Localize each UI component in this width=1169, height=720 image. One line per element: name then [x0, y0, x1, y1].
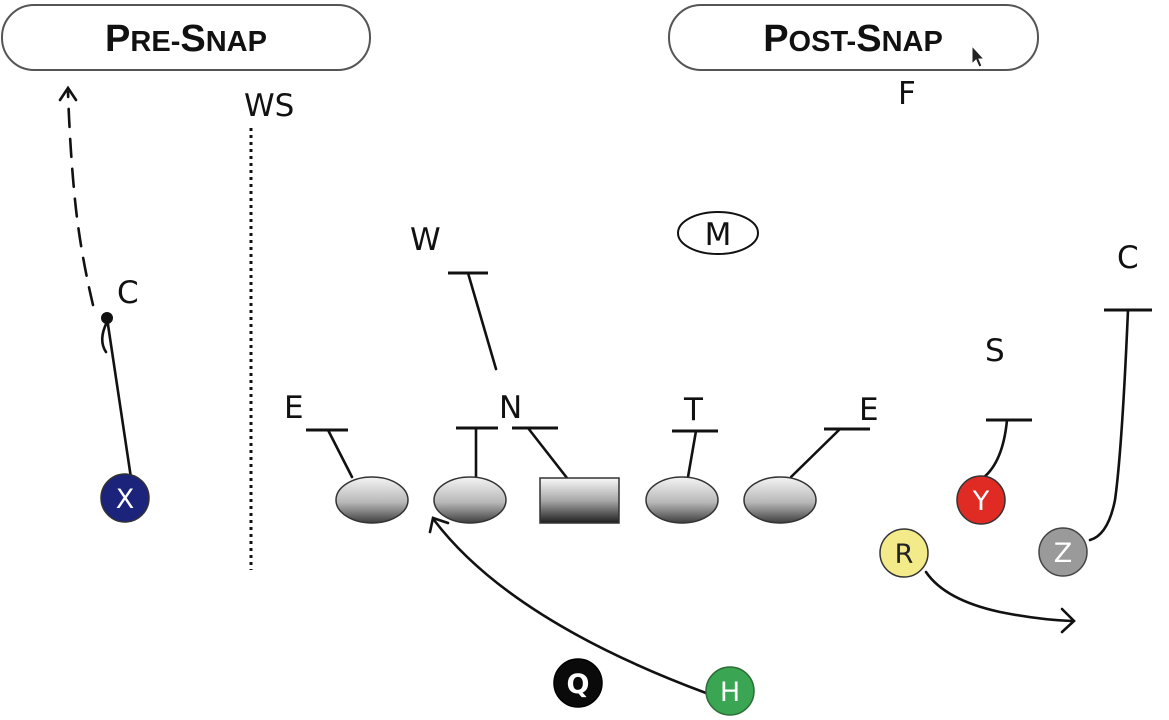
r-route-arrowhead: [1060, 607, 1076, 634]
label-corner-right: C: [1117, 240, 1139, 276]
label-corner-left: C: [117, 275, 139, 311]
label-free-safety: F: [898, 76, 916, 112]
label-nose: N: [499, 390, 522, 426]
x-route-dot: [101, 312, 113, 324]
pre-snap-header: PRE-SNAP: [1, 4, 371, 71]
label-strong-safety: S: [985, 333, 1005, 369]
player-r-circle: [879, 528, 929, 578]
center: [539, 477, 620, 524]
label-tackle: T: [683, 392, 704, 428]
right-guard: [645, 476, 719, 524]
player-z-circle: [1038, 527, 1088, 577]
label-end-left: E: [284, 390, 304, 426]
mouse-cursor-icon: [971, 44, 986, 68]
x-route-hook: [100, 320, 109, 354]
post-snap-pill: [668, 4, 1039, 71]
h-route-arrowhead: [428, 516, 450, 534]
corner-left-arrowhead: [58, 85, 78, 102]
left-tackle: [335, 476, 409, 524]
pre-snap-pill: [1, 4, 371, 71]
label-will: W: [410, 222, 441, 258]
label-end-right: E: [859, 392, 879, 428]
player-z: Z: [1038, 527, 1088, 577]
corner-left-dashed-route: [66, 90, 95, 307]
post-snap-header: POST-SNAP: [668, 4, 1039, 71]
rg-block-line: [686, 429, 698, 479]
player-z-label: Z: [1054, 538, 1073, 569]
player-y-circle: [956, 475, 1006, 525]
player-y-label: Y: [972, 486, 990, 517]
player-x-circle: [100, 473, 150, 523]
right-tackle: [743, 476, 817, 524]
player-h: H: [705, 666, 755, 716]
player-y: Y: [956, 475, 1006, 525]
y-route: [981, 418, 1009, 480]
label-mike: M: [705, 217, 732, 253]
player-r: R: [879, 528, 929, 578]
z-route: [1088, 308, 1130, 542]
player-h-circle: [705, 666, 755, 716]
player-x: X: [100, 473, 150, 523]
player-h-label: H: [720, 677, 740, 708]
left-guard: [433, 476, 507, 524]
player-r-label: R: [895, 539, 914, 570]
x-route: [105, 316, 133, 480]
player-q: Q: [553, 658, 603, 708]
post-snap-title: POST-SNAP: [763, 18, 943, 60]
rt-block-line: [789, 427, 842, 479]
pre-snap-title: PRE-SNAP: [105, 18, 267, 60]
h-route: [432, 518, 708, 695]
will-block-line: [466, 271, 498, 371]
r-route: [924, 570, 1074, 623]
c-block-line: [526, 426, 569, 480]
player-q-label: Q: [567, 669, 590, 700]
label-ws: WS: [244, 88, 294, 124]
mike-oval: [677, 211, 759, 255]
player-x-label: X: [116, 484, 135, 515]
lt-block-line: [326, 428, 354, 479]
player-q-circle: [553, 658, 603, 708]
